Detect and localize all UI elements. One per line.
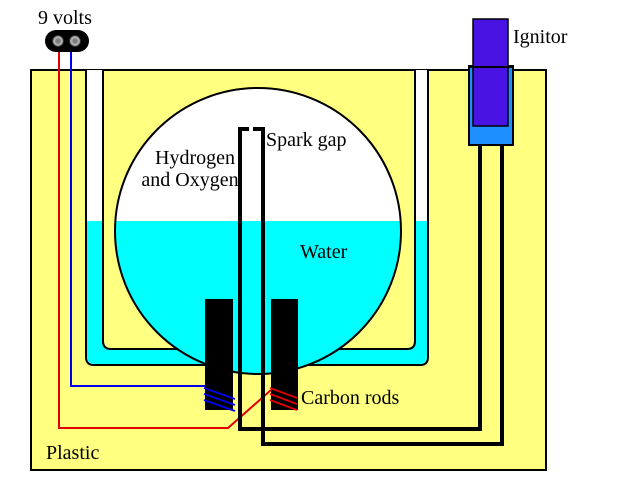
battery-terminal-right-center	[72, 38, 78, 44]
ignitor-label: Ignitor	[513, 26, 568, 48]
battery-wire-red	[58, 45, 272, 429]
spark-electrode-left-wire	[238, 127, 482, 431]
carbon-rod-left	[205, 299, 233, 410]
battery-wire-blue	[70, 45, 205, 387]
plastic-label: Plastic	[46, 442, 99, 464]
carbon-rods-label: Carbon rods	[301, 387, 400, 409]
battery-terminal-left-center	[55, 38, 61, 44]
battery-connector	[45, 30, 89, 52]
gas-label-line1: Hydrogen	[155, 147, 235, 169]
battery-label: 9 volts	[38, 7, 92, 29]
water-label: Water	[300, 241, 348, 263]
red-wire-wrap-right-rod	[269, 387, 298, 411]
blue-wire-wrap-left-rod	[203, 387, 236, 412]
ignitor-cap	[472, 18, 509, 127]
gas-label-line2: and Oxygen	[141, 169, 238, 191]
flask-outline	[114, 87, 402, 375]
spark-electrode-right-wire	[253, 127, 504, 446]
spark-gap-label: Spark gap	[266, 129, 347, 151]
carbon-rod-right	[271, 299, 298, 410]
